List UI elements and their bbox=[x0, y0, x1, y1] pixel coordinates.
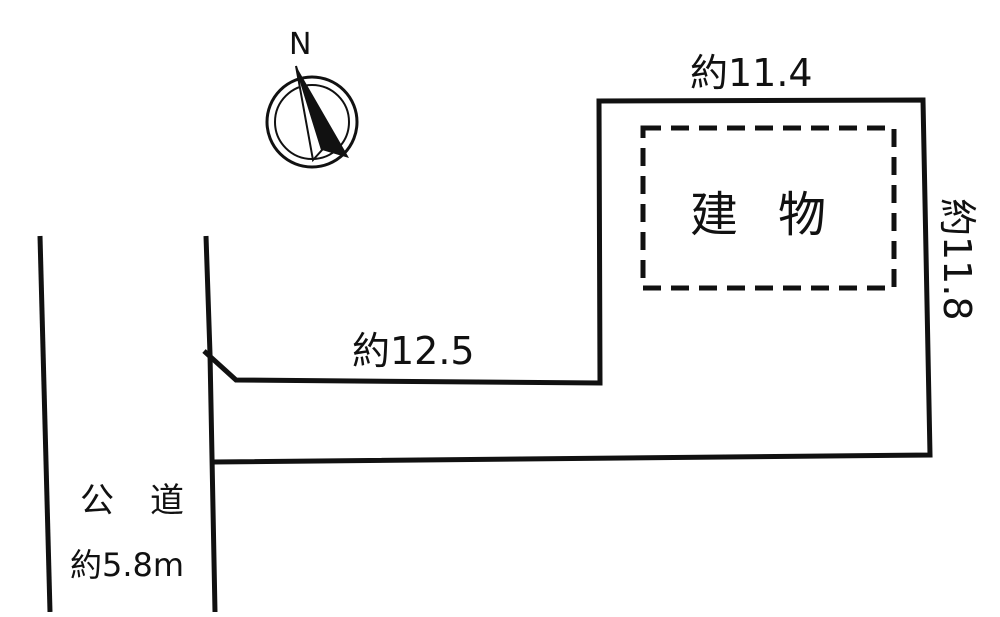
dimension-top: 約11.4 bbox=[690, 51, 813, 95]
road-left-edge bbox=[37, 235, 53, 613]
compass-needle-light bbox=[295, 65, 324, 163]
road-width: 約5.8m bbox=[70, 546, 184, 584]
north-arrow-icon: N bbox=[265, 27, 359, 169]
building-label: 建物 bbox=[690, 187, 866, 243]
road-label: 公道 bbox=[80, 481, 220, 521]
dimension-middle: 約12.5 bbox=[352, 329, 475, 373]
dimension-right: 約11.8 bbox=[935, 198, 979, 321]
lot-boundary bbox=[202, 97, 933, 465]
compass-outer-ring bbox=[265, 75, 359, 169]
north-label: N bbox=[289, 27, 311, 62]
road-right-edge bbox=[203, 235, 218, 613]
building-outline bbox=[640, 125, 897, 291]
compass-needle-dark bbox=[296, 66, 349, 158]
